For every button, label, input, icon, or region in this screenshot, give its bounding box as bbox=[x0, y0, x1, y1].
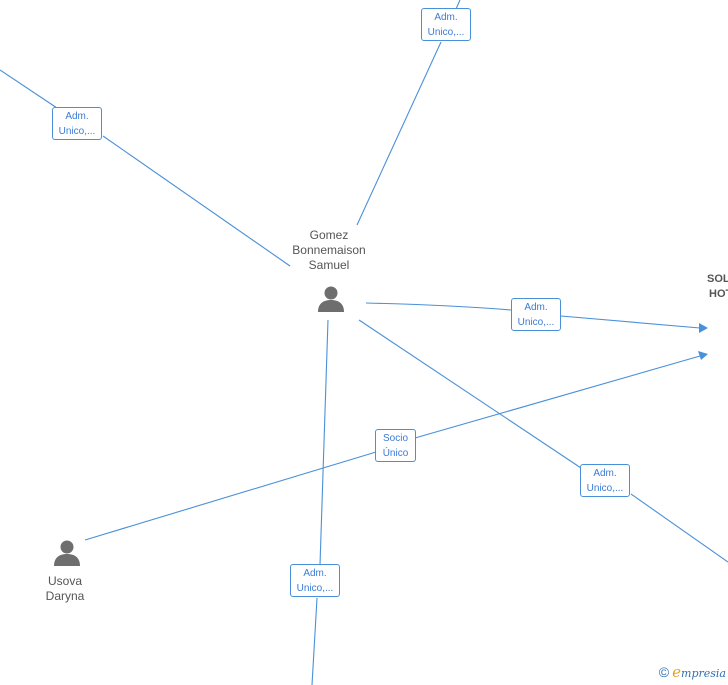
person-name-line: Daryna bbox=[45, 589, 85, 603]
person-node-gomez[interactable]: Gomez Bonnemaison Samuel bbox=[279, 228, 379, 273]
edge-label-line2: Unico,... bbox=[296, 583, 334, 594]
edge-gomez-company-after bbox=[560, 315, 701, 329]
edge-label-socio-unico[interactable]: Socio Único bbox=[375, 429, 416, 462]
edge-label-adm-unico[interactable]: Adm. Unico,... bbox=[52, 107, 102, 140]
edge-label-adm-unico[interactable]: Adm. Unico,... bbox=[511, 298, 561, 331]
person-name-line: Usova bbox=[47, 574, 82, 588]
person-icon[interactable] bbox=[316, 284, 346, 314]
person-name-line: Bonnemaison bbox=[292, 243, 366, 257]
edge-lower-right-after bbox=[630, 493, 728, 563]
edge-top-center-upper bbox=[455, 0, 461, 10]
edge-label-line1: Socio bbox=[382, 433, 408, 444]
edge-label-line1: Adm. bbox=[303, 568, 327, 579]
person-name-line: Gomez bbox=[309, 228, 349, 242]
brand-logo-e: e bbox=[672, 663, 682, 681]
edge-label-line1: Adm. bbox=[434, 12, 458, 23]
edge-label-adm-unico[interactable]: Adm. Unico,... bbox=[290, 564, 340, 597]
edge-label-line1: Adm. bbox=[65, 111, 89, 122]
person-name-line: Samuel bbox=[308, 258, 350, 272]
edge-usova-company-after bbox=[414, 355, 701, 439]
edge-label-line2: Unico,... bbox=[586, 483, 624, 494]
edge-gomez-company bbox=[365, 302, 512, 311]
edge-label-adm-unico[interactable]: Adm. Unico,... bbox=[421, 8, 471, 41]
edge-bottom bbox=[319, 319, 329, 566]
edge-usova-company bbox=[84, 451, 377, 541]
arrowhead-upper bbox=[699, 323, 708, 333]
edge-top-left bbox=[0, 69, 58, 109]
edge-lower-right bbox=[358, 319, 582, 469]
person-node-usova[interactable]: Usova Daryna bbox=[25, 574, 105, 604]
company-node[interactable]: SOL HOT bbox=[707, 272, 728, 302]
edge-label-line1: Adm. bbox=[593, 468, 617, 479]
brand-logo-text: mpresia bbox=[681, 667, 726, 680]
edge-top-left-lower bbox=[102, 135, 291, 267]
edge-label-adm-unico[interactable]: Adm. Unico,... bbox=[580, 464, 630, 497]
person-icon[interactable] bbox=[52, 538, 82, 568]
copyright-icon: © bbox=[658, 664, 670, 680]
brand-logo: © empresia bbox=[659, 663, 726, 681]
edge-top-center-lower bbox=[356, 41, 442, 226]
edge-label-line1: Adm. bbox=[524, 302, 548, 313]
edge-label-line2: Unico,... bbox=[427, 27, 465, 38]
edge-label-line2: Unico,... bbox=[58, 126, 96, 137]
edge-label-line2: Unico,... bbox=[517, 317, 555, 328]
company-name-line: HOT bbox=[709, 288, 728, 300]
arrowhead-lower bbox=[698, 351, 708, 360]
edge-label-line2: Único bbox=[382, 448, 409, 459]
edge-bottom-after bbox=[311, 597, 318, 685]
company-name-line: SOL bbox=[707, 273, 728, 285]
